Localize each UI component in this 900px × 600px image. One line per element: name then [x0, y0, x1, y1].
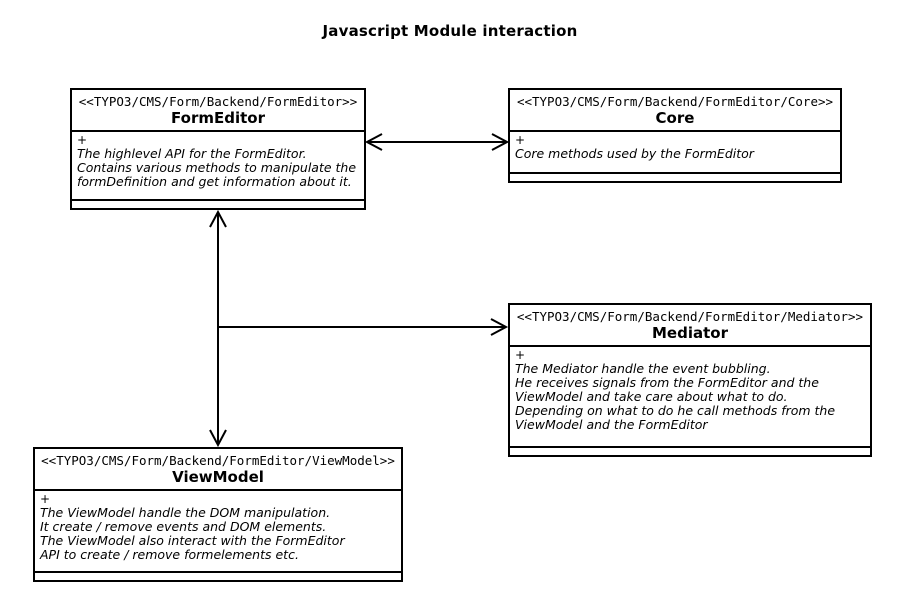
- description-line: ViewModel and the FormEditor: [515, 417, 708, 432]
- arrowhead-down-icon: [209, 429, 227, 448]
- empty-methods-compartment: [510, 446, 870, 455]
- stereotype-core: <<TYPO3/CMS/Form/Backend/FormEditor/Core…: [516, 94, 834, 109]
- arrow-to-mediator: [218, 318, 509, 336]
- visibility-marker: +: [515, 133, 526, 147]
- class-name-formeditor: FormEditor: [171, 109, 265, 127]
- class-name-core: Core: [655, 109, 695, 127]
- description-line: API to create / remove formelements etc.: [40, 547, 299, 562]
- arrowhead-left-icon: [364, 133, 383, 151]
- description-line: Depending on what to do he call methods …: [515, 403, 836, 418]
- class-body-core: + Core methods used by the FormEditor: [510, 132, 840, 172]
- class-header-formeditor: <<TYPO3/CMS/Form/Backend/FormEditor>> Fo…: [72, 90, 364, 132]
- stereotype-mediator: <<TYPO3/CMS/Form/Backend/FormEditor/Medi…: [516, 309, 864, 324]
- class-header-mediator: <<TYPO3/CMS/Form/Backend/FormEditor/Medi…: [510, 305, 870, 347]
- description-line: It create / remove events and DOM elemen…: [40, 519, 327, 534]
- class-body-viewmodel: + The ViewModel handle the DOM manipulat…: [35, 491, 401, 571]
- visibility-marker: +: [40, 492, 51, 506]
- class-body-mediator: + The Mediator handle the event bubbling…: [510, 347, 870, 446]
- description-line: Contains various methods to manipulate t…: [77, 160, 357, 175]
- description-line: The Mediator handle the event bubbling.: [515, 361, 771, 376]
- visibility-marker: +: [77, 133, 88, 147]
- description-line: The ViewModel handle the DOM manipulatio…: [40, 505, 331, 520]
- class-name-viewmodel: ViewModel: [172, 468, 264, 486]
- description-line: formDefinition and get information about…: [77, 174, 352, 189]
- arrowhead-up-icon: [209, 209, 227, 228]
- empty-methods-compartment: [510, 172, 840, 181]
- class-body-formeditor: + The highlevel API for the FormEditor. …: [72, 132, 364, 199]
- arrow-formeditor-viewmodel: [209, 209, 227, 448]
- class-name-mediator: Mediator: [652, 324, 728, 342]
- stereotype-formeditor: <<TYPO3/CMS/Form/Backend/FormEditor>>: [78, 94, 358, 109]
- description-line: ViewModel and take care about what to do…: [515, 389, 788, 404]
- class-box-core: <<TYPO3/CMS/Form/Backend/FormEditor/Core…: [508, 88, 842, 183]
- description-line: Core methods used by the FormEditor: [515, 146, 754, 161]
- description-line: The ViewModel also interact with the For…: [40, 533, 345, 548]
- description-line: He receives signals from the FormEditor …: [515, 375, 819, 390]
- arrow-formeditor-core: [364, 133, 510, 151]
- empty-methods-compartment: [35, 571, 401, 580]
- description-line: The highlevel API for the FormEditor.: [77, 146, 307, 161]
- arrowhead-right-icon: [491, 133, 510, 151]
- stereotype-viewmodel: <<TYPO3/CMS/Form/Backend/FormEditor/View…: [41, 453, 395, 468]
- class-header-core: <<TYPO3/CMS/Form/Backend/FormEditor/Core…: [510, 90, 840, 132]
- empty-methods-compartment: [72, 199, 364, 208]
- class-header-viewmodel: <<TYPO3/CMS/Form/Backend/FormEditor/View…: [35, 449, 401, 491]
- diagram-title: Javascript Module interaction: [322, 22, 578, 40]
- class-box-viewmodel: <<TYPO3/CMS/Form/Backend/FormEditor/View…: [33, 447, 403, 582]
- class-box-mediator: <<TYPO3/CMS/Form/Backend/FormEditor/Medi…: [508, 303, 872, 457]
- visibility-marker: +: [515, 348, 526, 362]
- class-box-formeditor: <<TYPO3/CMS/Form/Backend/FormEditor>> Fo…: [70, 88, 366, 210]
- arrowhead-right-icon: [490, 318, 509, 336]
